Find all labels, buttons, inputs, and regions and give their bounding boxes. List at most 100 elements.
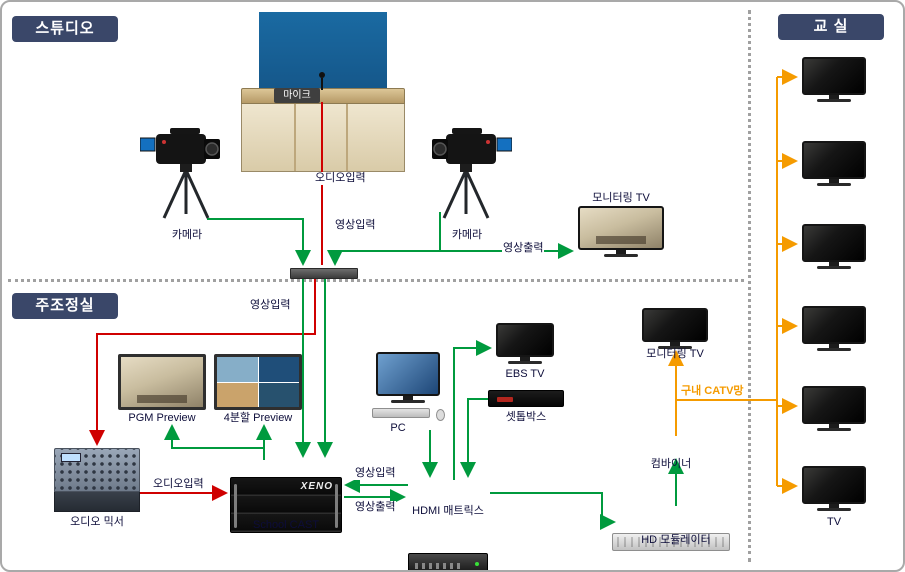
- tv-base: [604, 254, 638, 257]
- video-input-label-top: 영상입력: [334, 219, 377, 232]
- tv-screen: [802, 224, 866, 262]
- tv-base: [817, 99, 851, 102]
- audio-input-label-top: 오디오입력: [314, 172, 367, 185]
- school-cast-label: School CAST: [252, 519, 320, 531]
- keyboard-icon: [372, 408, 430, 418]
- tv-screen: [642, 308, 708, 342]
- video-input-label-mid: 영상입력: [249, 299, 292, 312]
- quad-screen: [217, 357, 299, 407]
- line-audio-to-mixer: [89, 279, 316, 446]
- combiner: [612, 533, 730, 551]
- quad-preview-monitor: [214, 354, 302, 410]
- line-matrix-to-modulator: [490, 492, 616, 530]
- hd-modulator-label: HD 모듈레이터: [641, 534, 711, 546]
- pc-screen: [376, 352, 440, 396]
- classroom-tv-5: [802, 386, 866, 431]
- tv-screen: [802, 141, 866, 179]
- tv-neck: [616, 250, 626, 254]
- ebs-tv: [496, 323, 554, 364]
- hdmi-matrix: [408, 553, 488, 570]
- tv-neck: [829, 179, 839, 183]
- catv-label: 구내 CATV망: [680, 385, 745, 398]
- classroom-tv-3: [802, 224, 866, 269]
- video-output-label-io: 영상출력: [354, 501, 397, 514]
- tv-base: [817, 428, 851, 431]
- microphone-icon: [319, 72, 325, 78]
- pgm-preview-monitor: [118, 354, 206, 410]
- desk-seam: [345, 104, 348, 171]
- video-output-label-top: 영상출력: [502, 242, 545, 255]
- classroom-tv-4: [802, 306, 866, 351]
- mouse-icon: [436, 409, 445, 421]
- settop-box: [488, 390, 564, 407]
- tv-screen: [496, 323, 554, 357]
- classroom-section-badge: 교 실: [778, 14, 884, 40]
- tv-neck: [829, 424, 839, 428]
- tv-screen: [802, 306, 866, 344]
- monitoring-tv-bottom: [642, 308, 708, 349]
- line-settop-to-matrix: [460, 398, 488, 478]
- monitoring-tv-bottom-label: 모니터링 TV: [646, 348, 704, 360]
- divider-horizontal: [8, 279, 744, 282]
- monitoring-tv-top-label: 모니터링 TV: [592, 192, 650, 204]
- tv-neck: [829, 504, 839, 508]
- tv-screen: [802, 57, 866, 95]
- settop-label: 셋톱박스: [505, 411, 547, 423]
- tv-base: [817, 508, 851, 511]
- classroom-tv-6: [802, 466, 866, 511]
- ebs-tv-label: EBS TV: [505, 368, 545, 380]
- tv-base: [817, 266, 851, 269]
- quad-preview-label: 4분할 Preview: [223, 412, 293, 424]
- pc-neck: [403, 396, 413, 400]
- mixer-screen: [61, 453, 81, 462]
- rack-handle: [335, 484, 338, 528]
- studio-section-badge: 스튜디오: [12, 16, 118, 42]
- server-brand: XENO: [300, 481, 333, 492]
- mixer-panel: [54, 448, 140, 492]
- tv-neck: [829, 344, 839, 348]
- video-input-label-io: 영상입력: [354, 467, 397, 480]
- rack-handle: [234, 484, 237, 528]
- hdmi-matrix-label: HDMI 매트릭스: [412, 505, 484, 517]
- camera-left-label: 카메라: [171, 229, 203, 241]
- tv-neck: [829, 95, 839, 99]
- pc-label: PC: [390, 422, 406, 434]
- classroom-tv-2: [802, 141, 866, 186]
- mic-label: 마이크: [274, 88, 320, 103]
- camera-left-icon: [139, 112, 235, 227]
- quad-cell: [258, 382, 299, 407]
- tv-neck: [670, 342, 680, 346]
- tv-neck: [520, 357, 530, 361]
- tv-neck: [829, 262, 839, 266]
- audio-mixer: [54, 448, 140, 512]
- divider-vertical: [748, 10, 751, 562]
- tv-base: [508, 361, 542, 364]
- camera-right-icon: [417, 112, 513, 227]
- school-cast-server: XENO: [230, 477, 342, 533]
- pc-base: [391, 400, 425, 403]
- line-schoolcast-to-pgm: [164, 424, 264, 449]
- pgm-preview-label: PGM Preview: [128, 412, 196, 424]
- monitoring-tv-top: [578, 206, 664, 257]
- pgm-screen: [121, 357, 203, 407]
- tv-base: [817, 183, 851, 186]
- quad-cell: [217, 357, 258, 382]
- camera-right-label: 카메라: [451, 229, 483, 241]
- tv-base: [817, 348, 851, 351]
- patch-panel: [290, 268, 358, 279]
- line-matrix-to-ebs: [453, 340, 492, 480]
- pc-monitor: [376, 352, 440, 403]
- classroom-tv-1: [802, 57, 866, 102]
- tv-screen: [802, 386, 866, 424]
- audio-mixer-label: 오디오 믹서: [70, 516, 124, 528]
- tv-base: [658, 346, 692, 349]
- tv-screen: [802, 466, 866, 504]
- desk-seam: [293, 104, 296, 171]
- quad-cell: [217, 382, 258, 407]
- mixer-body: [54, 492, 140, 512]
- line-camera-left-video: [207, 218, 311, 266]
- combiner-label: 컴바이너: [650, 458, 692, 470]
- microphone-stem: [321, 78, 323, 90]
- quad-cell: [258, 357, 299, 382]
